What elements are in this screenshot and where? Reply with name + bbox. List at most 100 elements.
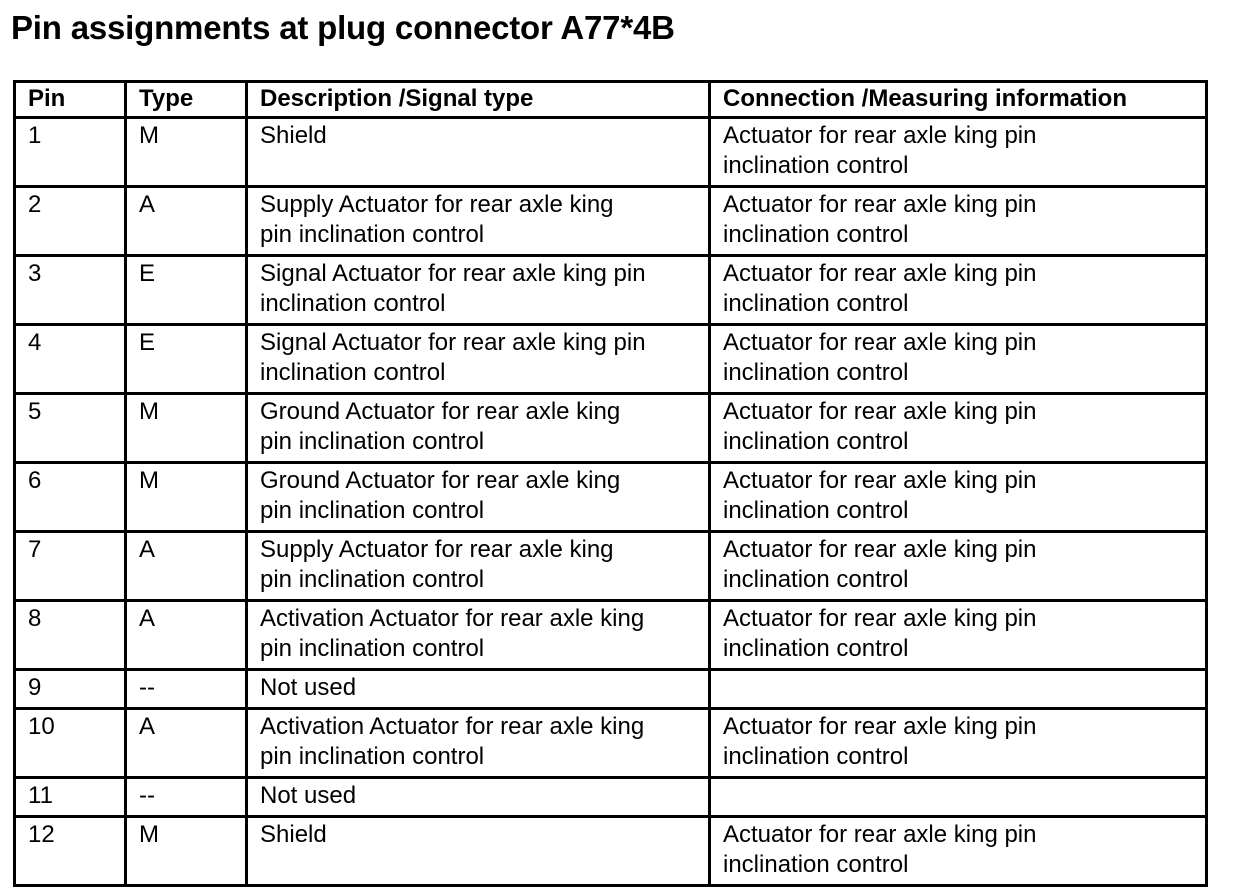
cell-connection-line-1: Actuator for rear axle king pin	[723, 467, 1037, 494]
cell-description-line-2: pin inclination control	[260, 566, 485, 593]
cell-connection-line-1: Actuator for rear axle king pin	[723, 821, 1037, 848]
cell-description: Shield	[245, 815, 711, 887]
cell-connection: Actuator for rear axle king pin inclinati…	[708, 392, 1208, 464]
cell-description: Ground Actuator for rear axle king pin in…	[245, 461, 711, 533]
cell-description-line-2: pin inclination control	[260, 497, 485, 524]
cell-pin: 1	[13, 116, 127, 188]
cell-connection: Actuator for rear axle king pin inclinati…	[708, 707, 1208, 779]
cell-connection-line-2: inclination control	[723, 635, 909, 662]
cell-connection-line-1: Actuator for rear axle king pin	[723, 191, 1037, 218]
cell-connection: Actuator for rear axle king pin inclinati…	[708, 116, 1208, 188]
cell-description-line-2: inclination control	[260, 290, 446, 317]
cell-description: Activation Actuator for rear axle king pi…	[245, 707, 711, 779]
cell-type: E	[124, 323, 248, 395]
cell-connection: Actuator for rear axle king pin inclinati…	[708, 185, 1208, 257]
cell-pin: 7	[13, 530, 127, 602]
cell-type: E	[124, 254, 248, 326]
cell-connection-line-2: inclination control	[723, 851, 909, 878]
cell-description: Activation Actuator for rear axle king pi…	[245, 599, 711, 671]
cell-connection-line-1: Actuator for rear axle king pin	[723, 122, 1037, 149]
cell-description-line-1: Signal Actuator for rear axle king pin	[260, 260, 646, 287]
cell-connection: Actuator for rear axle king pin inclinati…	[708, 254, 1208, 326]
cell-connection-line-2: inclination control	[723, 428, 909, 455]
cell-pin: 12	[13, 815, 127, 887]
cell-description: Shield	[245, 116, 711, 188]
table-header-row: Pin Type Description /Signal type Connec…	[13, 80, 1208, 119]
cell-description: Not used	[245, 776, 711, 818]
cell-connection-line-2: inclination control	[723, 221, 909, 248]
cell-connection-line-2: inclination control	[723, 152, 909, 179]
cell-connection-line-2: inclination control	[723, 359, 909, 386]
table-row: 11--Not used	[13, 776, 1208, 818]
page-title: Pin assignments at plug connector A77*4B	[11, 9, 675, 46]
cell-description: Ground Actuator for rear axle king pin in…	[245, 392, 711, 464]
cell-description-line-2: pin inclination control	[260, 743, 485, 770]
cell-connection: Actuator for rear axle king pin inclinati…	[708, 530, 1208, 602]
cell-connection-line-2: inclination control	[723, 290, 909, 317]
cell-type: --	[124, 668, 248, 710]
cell-description-line-1: Not used	[260, 782, 357, 809]
table-row: 9--Not used	[13, 668, 1208, 710]
cell-description-line-1: Activation Actuator for rear axle king	[260, 713, 645, 740]
cell-type: A	[124, 599, 248, 671]
cell-pin: 6	[13, 461, 127, 533]
cell-connection-line-1: Actuator for rear axle king pin	[723, 713, 1037, 740]
cell-description-line-1: Shield	[260, 122, 327, 149]
column-header-type: Type	[124, 80, 248, 119]
cell-description-line-2: inclination control	[260, 359, 446, 386]
cell-connection-line-2: inclination control	[723, 566, 909, 593]
cell-description-line-1: Ground Actuator for rear axle king	[260, 467, 621, 494]
document-page: Pin assignments at plug connector A77*4B…	[11, 9, 1208, 887]
cell-type: M	[124, 815, 248, 887]
cell-connection-line-1: Actuator for rear axle king pin	[723, 329, 1037, 356]
column-header-pin: Pin	[13, 80, 127, 119]
cell-pin: 3	[13, 254, 127, 326]
cell-description: Signal Actuator for rear axle king pin in…	[245, 254, 711, 326]
cell-pin: 5	[13, 392, 127, 464]
cell-type: A	[124, 185, 248, 257]
cell-type: M	[124, 116, 248, 188]
cell-connection	[708, 668, 1208, 710]
cell-pin: 8	[13, 599, 127, 671]
cell-pin: 10	[13, 707, 127, 779]
cell-type: A	[124, 530, 248, 602]
cell-description: Signal Actuator for rear axle king pin in…	[245, 323, 711, 395]
cell-type: M	[124, 392, 248, 464]
cell-connection: Actuator for rear axle king pin inclinati…	[708, 461, 1208, 533]
cell-description-line-1: Ground Actuator for rear axle king	[260, 398, 621, 425]
cell-connection-line-2: inclination control	[723, 497, 909, 524]
cell-description-line-1: Signal Actuator for rear axle king pin	[260, 329, 646, 356]
cell-description-line-2: pin inclination control	[260, 428, 485, 455]
cell-pin: 11	[13, 776, 127, 818]
cell-description-line-2: pin inclination control	[260, 635, 485, 662]
cell-connection-line-1: Actuator for rear axle king pin	[723, 398, 1037, 425]
cell-description-line-1: Shield	[260, 821, 327, 848]
cell-type: M	[124, 461, 248, 533]
cell-description-line-1: Supply Actuator for rear axle king	[260, 191, 614, 218]
cell-description-line-1: Activation Actuator for rear axle king	[260, 605, 645, 632]
cell-description: Not used	[245, 668, 711, 710]
column-header-description: Description /Signal type	[245, 80, 711, 119]
column-header-connection: Connection /Measuring information	[708, 80, 1208, 119]
cell-connection-line-2: inclination control	[723, 743, 909, 770]
cell-connection-line-1: Actuator for rear axle king pin	[723, 260, 1037, 287]
cell-pin: 2	[13, 185, 127, 257]
table-header: Pin Type Description /Signal type Connec…	[13, 80, 1208, 119]
cell-connection-line-1: Actuator for rear axle king pin	[723, 536, 1037, 563]
cell-connection: Actuator for rear axle king pin inclinati…	[708, 323, 1208, 395]
pin-assignment-table: Pin Type Description /Signal type Connec…	[13, 80, 1208, 887]
cell-pin: 4	[13, 323, 127, 395]
